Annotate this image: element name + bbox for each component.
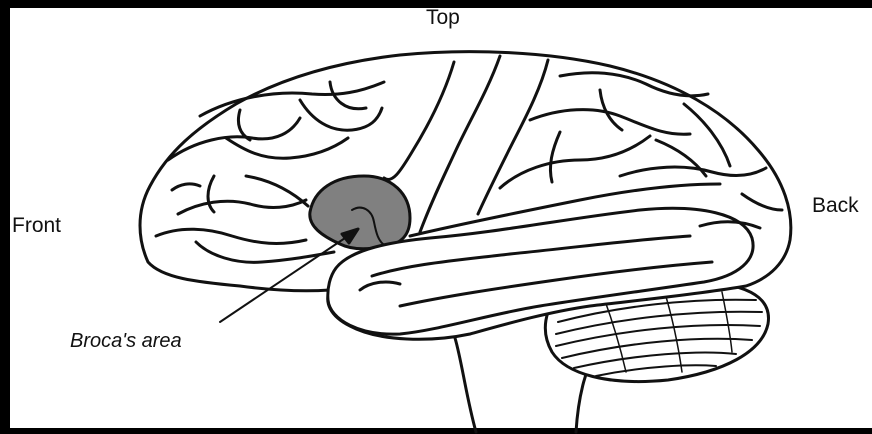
label-front: Front: [12, 214, 61, 238]
label-top: Top: [426, 6, 460, 30]
label-back: Back: [812, 194, 859, 218]
label-brocas-area: Broca's area: [70, 330, 182, 353]
